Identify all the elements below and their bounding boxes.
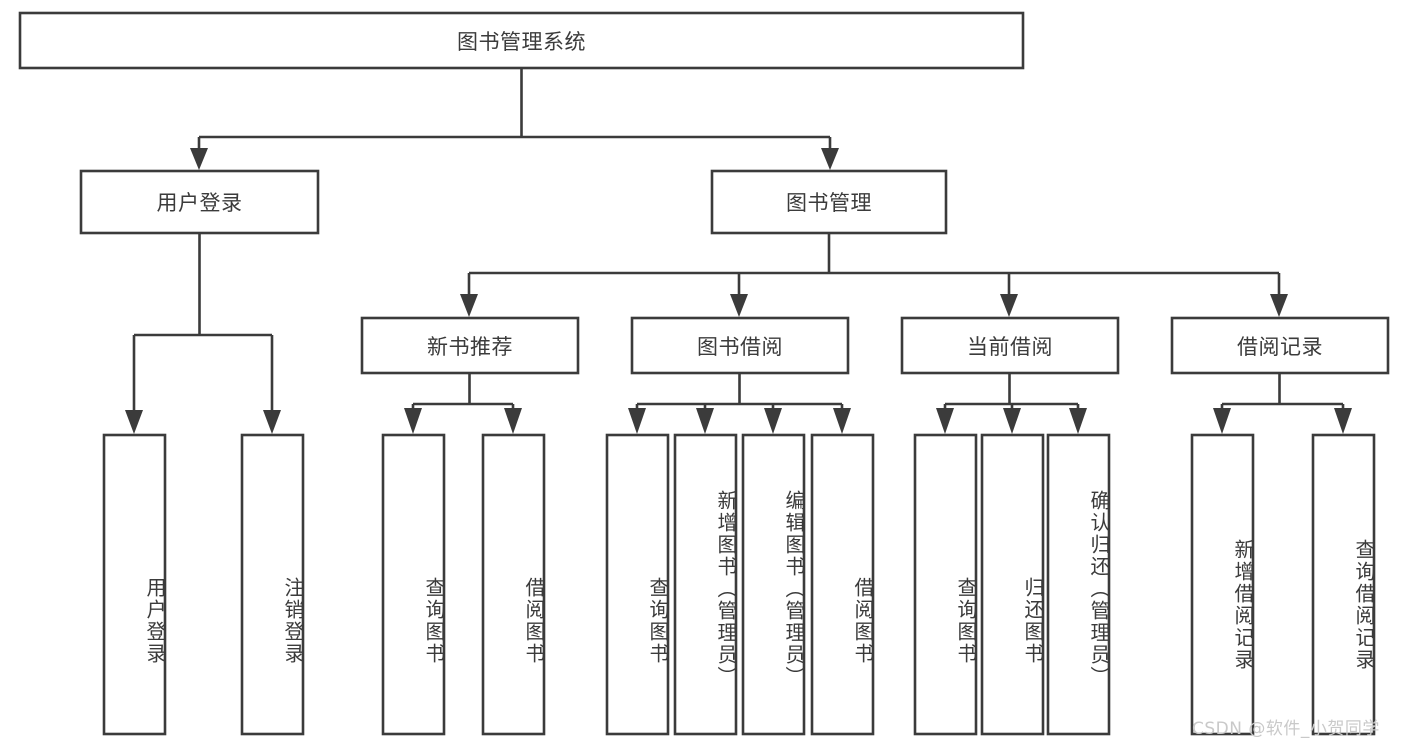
arrow-head-new-book-rec bbox=[460, 294, 478, 317]
node-book-manage-box[interactable] bbox=[710, 169, 948, 235]
node-leaf-query-book-3-box[interactable] bbox=[913, 433, 978, 736]
arrow-head-book-manage bbox=[821, 148, 839, 170]
arrow-head-leaf-borrow-book-1 bbox=[504, 408, 522, 434]
node-leaf-query-record-box[interactable] bbox=[1311, 433, 1376, 736]
node-user-login-box[interactable] bbox=[79, 169, 320, 235]
node-leaf-user-login-box[interactable] bbox=[102, 433, 167, 736]
node-leaf-add-book-box[interactable] bbox=[673, 433, 738, 736]
node-leaf-return-book-box[interactable] bbox=[980, 433, 1045, 736]
node-leaf-add-record-box[interactable] bbox=[1190, 433, 1255, 736]
arrow-head-leaf-query-record bbox=[1334, 408, 1352, 434]
arrow-head-leaf-query-book-3 bbox=[936, 408, 954, 434]
node-leaf-logout-login-box[interactable] bbox=[240, 433, 305, 736]
node-new-book-rec-box[interactable] bbox=[360, 316, 580, 375]
node-leaf-edit-book-box[interactable] bbox=[741, 433, 806, 736]
arrow-head-borrow-record bbox=[1270, 294, 1288, 317]
node-current-borrow-box[interactable] bbox=[900, 316, 1120, 375]
arrow-head-current-borrow bbox=[1000, 294, 1018, 317]
node-leaf-borrow-book-2-box[interactable] bbox=[810, 433, 875, 736]
arrow-head-user-login bbox=[190, 148, 208, 170]
arrow-head-leaf-add-record bbox=[1213, 408, 1231, 434]
node-root-box[interactable] bbox=[18, 11, 1025, 70]
arrow-head-leaf-edit-book bbox=[764, 408, 782, 434]
node-borrow-record-box[interactable] bbox=[1170, 316, 1390, 375]
arrow-head-leaf-logout-login bbox=[263, 410, 281, 434]
node-leaf-borrow-book-1-box[interactable] bbox=[481, 433, 546, 736]
arrow-head-leaf-confirm-return bbox=[1069, 408, 1087, 434]
arrow-head-leaf-query-book-2 bbox=[628, 408, 646, 434]
node-leaf-query-book-2-box[interactable] bbox=[605, 433, 670, 736]
arrow-head-leaf-add-book bbox=[696, 408, 714, 434]
node-leaf-query-book-1-box[interactable] bbox=[381, 433, 446, 736]
arrow-head-book-borrow bbox=[730, 294, 748, 317]
node-leaf-confirm-return-box[interactable] bbox=[1046, 433, 1111, 736]
arrow-head-leaf-user-login bbox=[125, 410, 143, 434]
arrow-head-leaf-borrow-book-2 bbox=[833, 408, 851, 434]
arrow-head-leaf-return-book bbox=[1003, 408, 1021, 434]
node-book-borrow-box[interactable] bbox=[630, 316, 850, 375]
arrow-head-leaf-query-book-1 bbox=[404, 408, 422, 434]
